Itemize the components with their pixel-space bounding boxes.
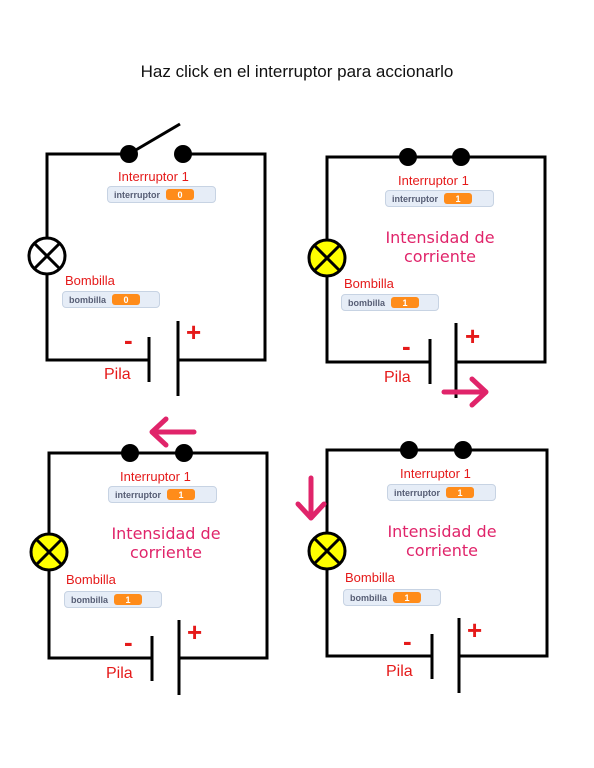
circuit-panel-4 <box>295 441 549 693</box>
battery-plus-sign: + <box>186 317 202 347</box>
monitor-var-value: 1 <box>167 489 195 500</box>
monitor-var-value: 1 <box>393 592 422 603</box>
switch-icon[interactable] <box>399 148 470 166</box>
bulb-variable-monitor: bombilla 0 <box>62 291 160 308</box>
circuit-panel-1 <box>27 122 267 396</box>
monitor-var-name: bombilla <box>69 294 107 305</box>
monitor-var-name: interruptor <box>392 193 438 204</box>
current-arrow-icon <box>295 475 327 521</box>
battery-plus-sign: + <box>467 615 483 645</box>
monitor-var-value: 1 <box>444 193 472 204</box>
circuit-panel-2 <box>307 148 547 408</box>
monitor-var-name: interruptor <box>115 489 161 500</box>
bulb-label: Bombilla <box>66 572 116 587</box>
monitor-var-value: 0 <box>166 189 194 200</box>
monitor-var-name: interruptor <box>394 487 440 498</box>
switch-variable-monitor: interruptor 1 <box>385 190 494 207</box>
bulb-label: Bombilla <box>344 276 394 291</box>
monitor-var-name: bombilla <box>350 592 388 603</box>
switch-label: Interruptor 1 <box>398 173 469 188</box>
monitor-var-value: 1 <box>446 487 474 498</box>
monitor-var-name: bombilla <box>71 594 109 605</box>
switch-icon[interactable] <box>121 444 193 462</box>
battery-plus-sign: + <box>465 321 481 351</box>
bulb-label: Bombilla <box>345 570 395 585</box>
switch-icon[interactable] <box>120 122 192 163</box>
switch-label: Interruptor 1 <box>120 469 191 484</box>
battery-minus-sign: - <box>403 626 412 656</box>
monitor-var-value: 1 <box>391 297 420 308</box>
battery-label: Pila <box>384 369 411 386</box>
instruction-text: Haz click en el interruptor para acciona… <box>140 62 454 81</box>
switch-label: Interruptor 1 <box>400 466 471 481</box>
switch-icon[interactable] <box>400 441 472 459</box>
switch-label: Interruptor 1 <box>118 169 189 184</box>
battery-label: Pila <box>386 663 413 680</box>
current-label: Intensidad de corriente <box>387 522 497 560</box>
current-arrow-icon <box>149 416 197 448</box>
bulb-icon <box>29 532 69 572</box>
battery-minus-sign: - <box>402 331 411 361</box>
current-label: Intensidad de corriente <box>385 228 495 266</box>
bulb-label: Bombilla <box>65 273 115 288</box>
battery-minus-sign: - <box>124 325 133 355</box>
bulb-variable-monitor: bombilla 1 <box>343 589 441 606</box>
monitor-var-name: bombilla <box>348 297 386 308</box>
bulb-icon <box>27 236 67 276</box>
circuit-panel-3 <box>29 416 269 695</box>
bulb-icon <box>307 531 347 571</box>
current-label: Intensidad de corriente <box>111 524 221 562</box>
battery-label: Pila <box>104 366 131 383</box>
bulb-variable-monitor: bombilla 1 <box>341 294 439 311</box>
switch-variable-monitor: interruptor 1 <box>108 486 217 503</box>
current-arrow-icon <box>441 376 489 408</box>
switch-variable-monitor: interruptor 1 <box>387 484 496 501</box>
monitor-var-value: 0 <box>112 294 141 305</box>
bulb-variable-monitor: bombilla 1 <box>64 591 162 608</box>
battery-plus-sign: + <box>187 617 203 647</box>
battery-minus-sign: - <box>124 627 133 657</box>
monitor-var-value: 1 <box>114 594 143 605</box>
switch-variable-monitor: interruptor 0 <box>107 186 216 203</box>
bulb-icon <box>307 238 347 278</box>
monitor-var-name: interruptor <box>114 189 160 200</box>
battery-label: Pila <box>106 665 133 682</box>
